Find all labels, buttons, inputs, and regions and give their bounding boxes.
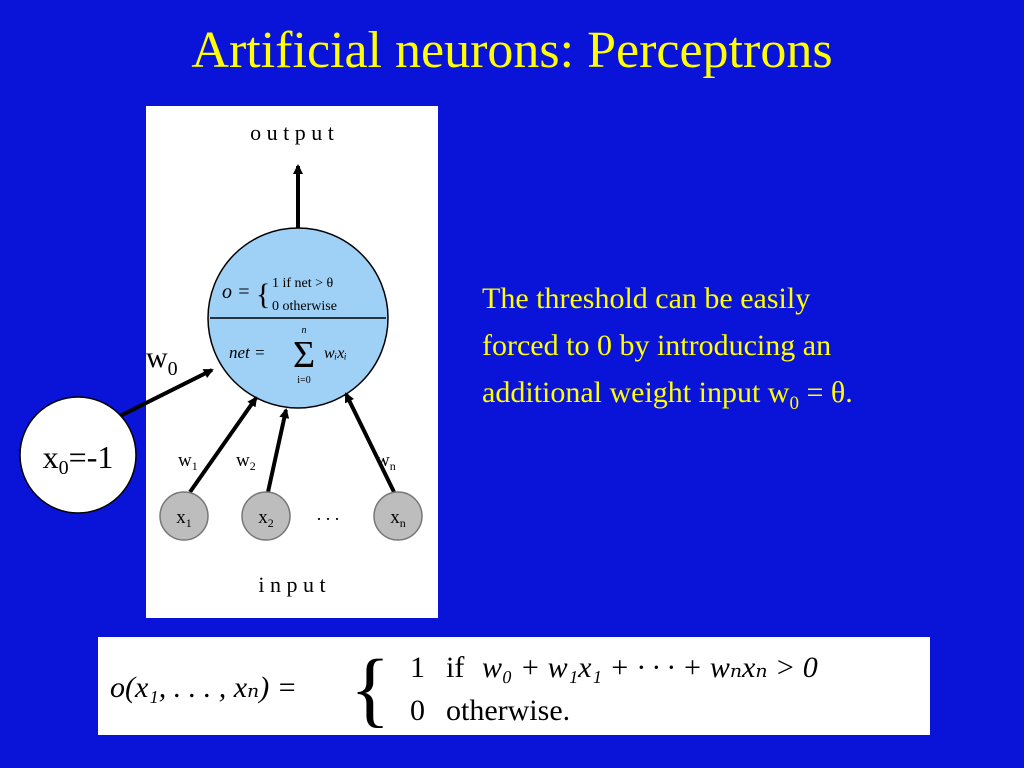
perceptron-formula: o(x₁, . . . , xₙ) = { 1 if w₀ + w₁x₁ + ·… <box>110 643 818 736</box>
net-lhs: net = <box>229 343 266 362</box>
input-node-n <box>373 491 423 541</box>
explanation-line-2: forced to 0 by introducing an <box>482 328 832 362</box>
threshold-explanation: The threshold can be easily forced to 0 … <box>482 276 1002 418</box>
weight-label-n: wn <box>376 450 396 473</box>
input-label: i n p u t <box>258 572 325 597</box>
activation-brace: { <box>256 278 270 311</box>
formula-case-1-word: if <box>446 651 464 684</box>
formula-case-2-word: otherwise. <box>446 694 570 727</box>
formula-case-2-value: 0 <box>410 694 425 727</box>
weight-label-2: w2 <box>236 450 256 473</box>
perceptron-formula-box: o(x₁, . . . , xₙ) = { 1 if w₀ + w₁x₁ + ·… <box>98 637 930 736</box>
output-label: o u t p u t <box>250 120 334 145</box>
input-arrow-1 <box>188 396 258 494</box>
weight-label-1: w1 <box>178 450 198 473</box>
formula-lhs: o(x₁, . . . , xₙ) = <box>110 671 297 704</box>
input-node-1-label: x1 <box>176 507 192 530</box>
formula-case-1-value: 1 <box>410 651 425 684</box>
input-arrow-2 <box>266 408 290 493</box>
sigma-symbol: Σ <box>293 334 315 376</box>
activation-lhs: o = <box>222 281 251 303</box>
bias-node <box>19 396 137 514</box>
sigma-upper: n <box>302 325 307 336</box>
sum-term: wᵢxᵢ <box>324 345 347 362</box>
bias-node-label: x0=-1 <box>43 439 114 479</box>
input-node-2-label: x2 <box>258 507 274 530</box>
input-ellipsis: . . . <box>317 504 340 524</box>
formula-brace: { <box>350 643 390 735</box>
bias-weight-label: w0 <box>146 341 178 380</box>
explanation-line-1: The threshold can be easily <box>482 282 811 315</box>
explanation-line-3: additional weight input w0 = θ. <box>482 375 853 414</box>
input-node-1 <box>159 491 209 541</box>
bias-arrow <box>119 368 214 418</box>
input-node-n-label: xn <box>390 507 406 530</box>
slide-title: Artificial neurons: Perceptrons <box>191 22 833 79</box>
sigma-lower: i=0 <box>297 375 310 386</box>
formula-case-1-condition: w₀ + w₁x₁ + · · · + wₙxₙ > 0 <box>482 651 818 684</box>
activation-case-2: 0 otherwise <box>272 299 337 314</box>
input-arrow-n <box>344 392 396 493</box>
activation-case-1: 1 if net > θ <box>272 276 334 291</box>
input-node-2 <box>241 491 291 541</box>
